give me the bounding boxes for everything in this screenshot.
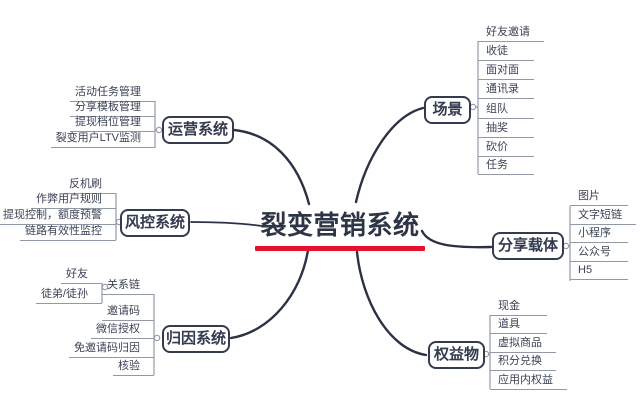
- leaf-carrier-official-account: 公众号: [570, 245, 628, 262]
- leaf-relation-apprentice: 徒弟/徒孙: [35, 287, 102, 304]
- leaf-operation-withdraw-tier: 提现档位管理: [70, 115, 155, 132]
- connector-risk: [190, 221, 263, 227]
- joint-dot-scene: [469, 103, 477, 111]
- leaf-scene-friend-invite: 好友邀请: [478, 25, 544, 42]
- leaf-relation-friends: 好友: [61, 267, 102, 284]
- leaf-benefit-virtual-goods: 虚拟商品: [490, 336, 556, 353]
- leaf-scene-recruit: 收徒: [478, 44, 534, 61]
- leaf-benefit-points-exchange: 积分兑换: [490, 354, 556, 371]
- bracket-attribution: [153, 294, 156, 375]
- leaf-operation-share-template: 分享模板管理: [70, 100, 155, 117]
- connector-share-carrier: [420, 229, 493, 249]
- joint-dot-attribution: [153, 334, 161, 342]
- leaf-attribution-invite-code: 邀请码: [102, 304, 154, 321]
- branch-risk: 风控系统: [120, 209, 190, 237]
- branch-operation: 运营系统: [162, 116, 234, 144]
- leaf-risk-anti-bot: 反机刷: [64, 177, 116, 194]
- leaf-attribution-relation-chain: 关系链: [102, 278, 154, 295]
- leaf-scene-bargain: 砍价: [478, 140, 534, 157]
- leaf-benefit-cash: 现金: [490, 299, 547, 316]
- joint-dot-share-carrier: [562, 242, 570, 250]
- center-topic: 裂变营销系统: [260, 210, 420, 240]
- leaf-scene-task: 任务: [478, 158, 534, 175]
- connector-operation: [232, 128, 311, 206]
- branch-benefit: 权益物: [428, 341, 485, 369]
- connector-benefit: [355, 250, 428, 357]
- branch-attribution: 归因系统: [162, 325, 230, 353]
- leaf-scene-face-to-face: 面对面: [478, 63, 534, 80]
- leaf-benefit-in-app-rights: 应用内权益: [490, 373, 567, 390]
- center-underline-bar: [255, 246, 425, 251]
- leaf-operation-ltv-monitor: 裂变用户LTV监测: [50, 131, 155, 148]
- leaf-carrier-h5: H5: [570, 263, 628, 280]
- branch-share-carrier: 分享载体: [492, 232, 564, 260]
- leaf-attribution-no-code: 免邀请码归因: [69, 341, 154, 358]
- bracket-operation: [154, 101, 158, 148]
- leaf-scene-lottery: 抽奖: [478, 121, 534, 138]
- leaf-risk-cheat-rules: 作弊用户规则: [31, 192, 116, 209]
- leaf-benefit-props: 道具: [490, 317, 547, 334]
- leaf-carrier-short-link: 文字短链: [570, 208, 636, 225]
- bracket-scene: [476, 41, 479, 174]
- leaf-operation-activity-task: 活动任务管理: [70, 85, 155, 102]
- leaf-risk-withdraw-control: 提现控制，额度预警: [0, 208, 116, 225]
- connector-attribution: [229, 248, 310, 340]
- branch-scene: 场景: [424, 96, 471, 124]
- leaf-risk-link-monitor: 链路有效性监控: [20, 224, 116, 241]
- joint-dot-relation-chain: [101, 283, 109, 291]
- leaf-attribution-verify: 核验: [113, 359, 154, 376]
- leaf-scene-contacts: 通讯录: [478, 82, 534, 99]
- joint-dot-operation: [155, 126, 163, 134]
- leaf-carrier-mini-program: 小程序: [570, 226, 628, 243]
- leaf-carrier-image: 图片: [570, 189, 628, 206]
- leaf-scene-team: 组队: [478, 102, 534, 119]
- connector-scene: [354, 106, 425, 204]
- leaf-attribution-wechat-auth: 微信授权: [91, 322, 154, 339]
